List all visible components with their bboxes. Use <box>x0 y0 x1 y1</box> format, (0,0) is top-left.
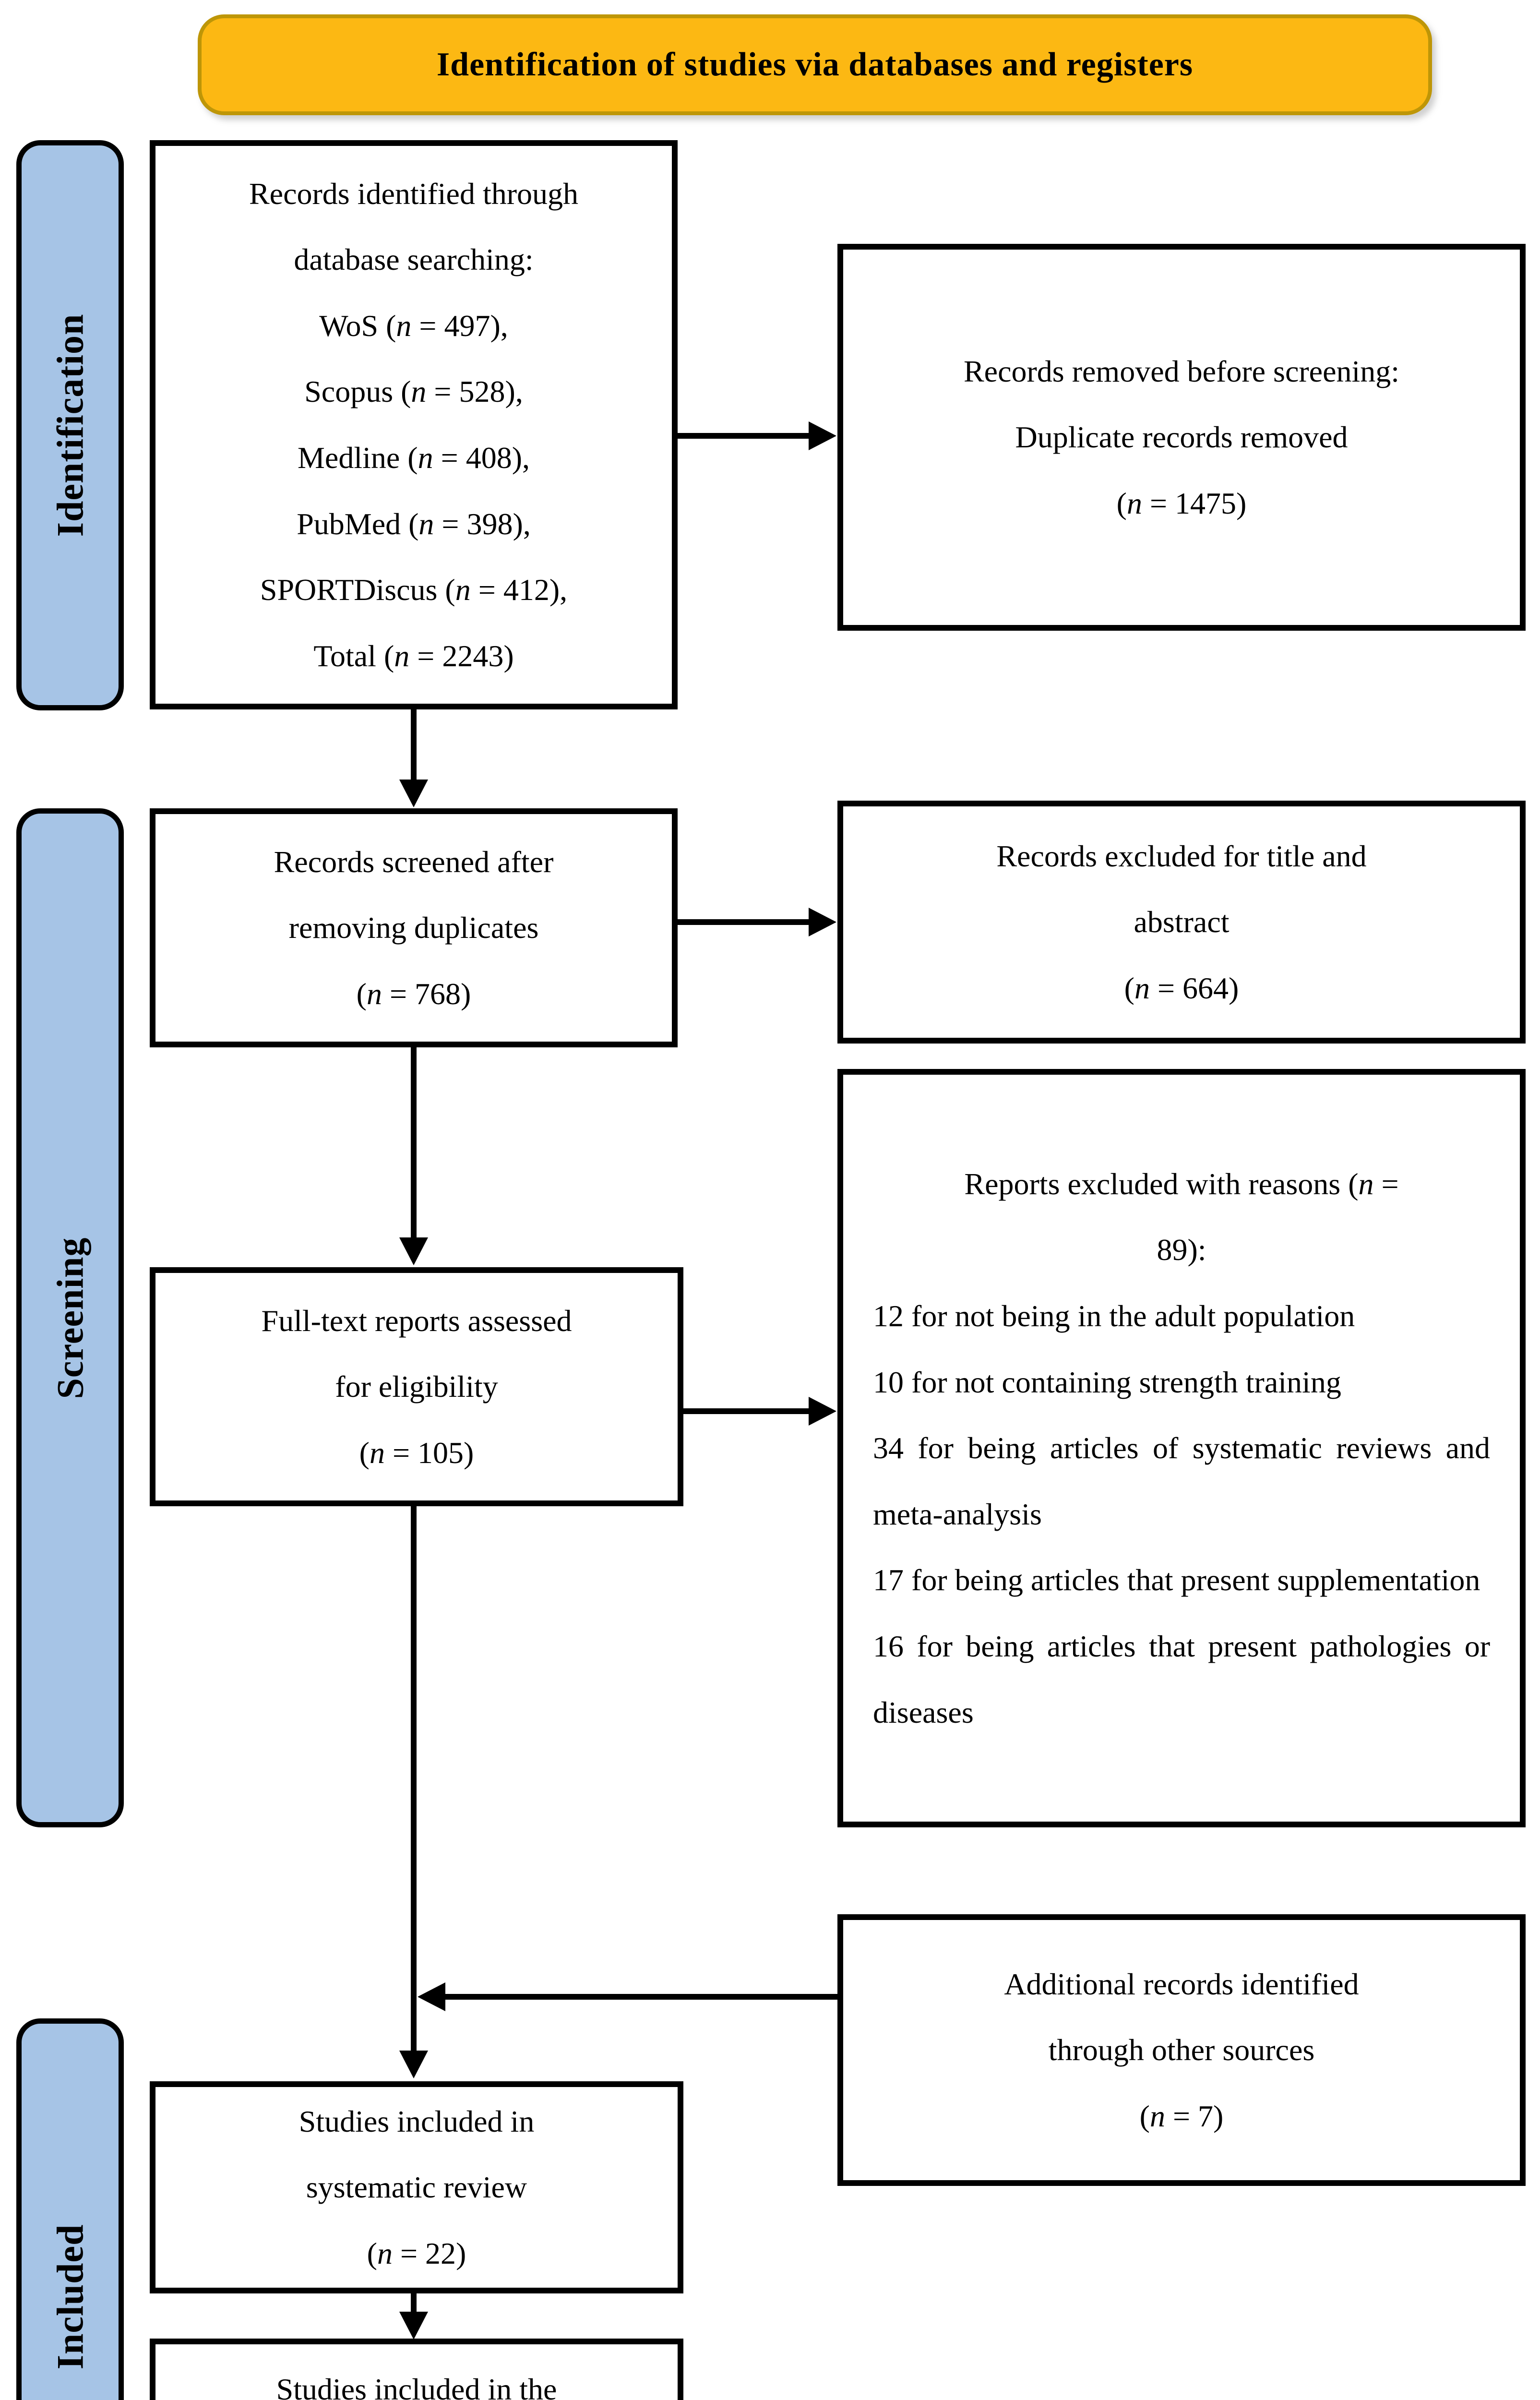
box-records-removed-text: Records removed before screening: Duplic… <box>963 354 1400 520</box>
connector-screened-to-fulltext <box>411 1047 417 1238</box>
box-additional-records-text: Additional records identified through ot… <box>1004 1967 1359 2133</box>
box-records-identified: Records identified through database sear… <box>150 140 678 709</box>
arrowhead-right-icon <box>809 1397 836 1426</box>
connector-identified-to-removed <box>678 433 810 439</box>
arrowhead-right-icon <box>809 908 836 936</box>
box-records-removed: Records removed before screening: Duplic… <box>837 244 1526 631</box>
connector-review-to-meta <box>411 2293 417 2314</box>
reports-excluded-reason: 16 for being articles that present patho… <box>873 1629 1490 1729</box>
reports-excluded-reason: 17 for being articles that present suppl… <box>873 1563 1480 1597</box>
connector-additional-to-mainline <box>445 1994 837 2000</box>
box-fulltext-assessed: Full-text reports assessed for eligibili… <box>150 1267 683 1506</box>
box-additional-records: Additional records identified through ot… <box>837 1914 1526 2186</box>
box-fulltext-assessed-text: Full-text reports assessed for eligibili… <box>261 1303 572 1470</box>
diagram-title: Identification of studies via databases … <box>436 46 1194 83</box>
reports-excluded-header: Reports excluded with reasons (n = 89): <box>964 1166 1399 1267</box>
title-banner: Identification of studies via databases … <box>198 14 1432 115</box>
connector-screened-to-excluded <box>678 919 810 925</box>
connector-identified-to-screened <box>411 709 417 780</box>
box-included-meta: Studies included in the Meta-analysis (n… <box>150 2339 683 2400</box>
arrowhead-down-icon <box>399 2051 428 2078</box>
reports-excluded-reason: 10 for not containing strength training <box>873 1365 1341 1399</box>
arrowhead-down-icon <box>399 2312 428 2340</box>
box-records-excluded: Records excluded for title and abstract … <box>837 801 1526 1044</box>
box-included-review: Studies included in systematic review (n… <box>150 2081 683 2293</box>
stage-label-screening: Screening <box>49 1237 91 1399</box>
stage-label-included: Included <box>49 2224 91 2370</box>
stage-bar-included: Included <box>16 2018 124 2400</box>
reports-excluded-reason: 12 for not being in the adult population <box>873 1299 1355 1333</box>
connector-fulltext-to-included <box>411 1506 417 2051</box>
connector-fulltext-to-reports-excluded <box>683 1408 810 1414</box>
box-records-identified-text: Records identified through database sear… <box>249 176 579 673</box>
reports-excluded-content: Reports excluded with reasons (n = 89): … <box>843 1151 1520 1745</box>
box-records-screened-text: Records screened after removing duplicat… <box>274 844 554 1011</box>
stage-label-identification: Identification <box>49 313 91 537</box>
stage-bar-screening: Screening <box>16 808 124 1827</box>
box-records-screened: Records screened after removing duplicat… <box>150 808 678 1047</box>
box-records-excluded-text: Records excluded for title and abstract … <box>996 839 1367 1005</box>
box-included-meta-text: Studies included in the Meta-analysis (n… <box>276 2372 557 2400</box>
arrowhead-down-icon <box>399 1237 428 1265</box>
arrowhead-right-icon <box>809 421 836 450</box>
arrowhead-down-icon <box>399 780 428 807</box>
box-included-review-text: Studies included in systematic review (n… <box>298 2104 535 2270</box>
stage-bar-identification: Identification <box>16 140 124 710</box>
arrowhead-left-icon <box>418 1982 445 2011</box>
box-reports-excluded: Reports excluded with reasons (n = 89): … <box>837 1069 1526 1827</box>
reports-excluded-reason: 34 for being articles of systematic revi… <box>873 1431 1490 1531</box>
